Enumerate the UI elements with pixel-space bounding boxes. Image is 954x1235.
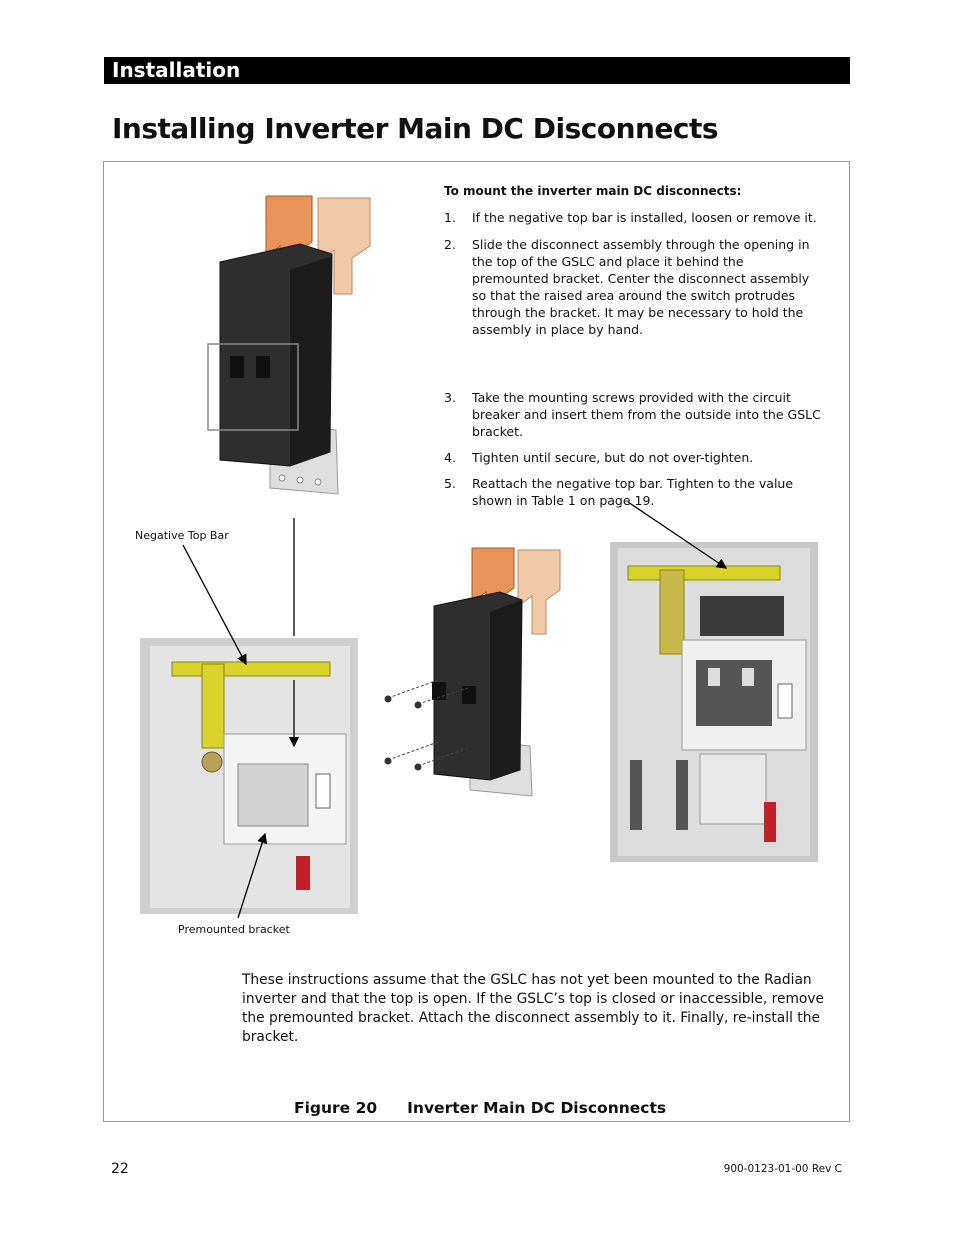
figure-caption: Figure 20 Inverter Main DC Disconnects bbox=[294, 1099, 666, 1117]
section-title: Installation bbox=[112, 58, 241, 82]
step-number: 2. bbox=[444, 237, 456, 252]
section-header-bar: Installation bbox=[104, 57, 850, 84]
exploded-assembly-illustration bbox=[384, 547, 561, 797]
step-text: Tighten until secure, but do not over-ti… bbox=[472, 450, 754, 465]
label-premounted-bracket: Premounted bracket bbox=[178, 923, 290, 936]
instructions-heading: To mount the inverter main DC disconnect… bbox=[444, 184, 742, 198]
figure-title: Inverter Main DC Disconnects bbox=[407, 1099, 667, 1117]
page-number: 22 bbox=[111, 1161, 129, 1177]
page-title: Installing Inverter Main DC Disconnects bbox=[112, 112, 719, 145]
step-number: 5. bbox=[444, 476, 456, 491]
label-negative-top-bar: Negative Top Bar bbox=[135, 529, 229, 542]
callout-negative-top-bar-right bbox=[627, 501, 728, 569]
step-text: If the negative top bar is installed, lo… bbox=[472, 210, 817, 225]
disconnect-assembly-illustration bbox=[207, 195, 371, 495]
step-number: 4. bbox=[444, 450, 456, 465]
callout-negative-top-bar bbox=[182, 544, 247, 666]
figure-number: Figure 20 bbox=[294, 1099, 378, 1117]
step-number: 1. bbox=[444, 210, 456, 225]
installation-note: These instructions assume that the GSLC … bbox=[242, 972, 825, 1045]
gslc-enclosure-photo-left bbox=[140, 638, 358, 914]
step-text: Reattach the negative top bar. Tighten t… bbox=[472, 476, 794, 508]
figure-frame bbox=[103, 161, 850, 1122]
callout-premounted-bracket bbox=[237, 832, 268, 919]
step-text: Slide the disconnect assembly through th… bbox=[472, 237, 810, 337]
step-number: 3. bbox=[444, 390, 456, 405]
gslc-enclosure-photo-right bbox=[610, 542, 818, 862]
document-number: 900-0123-01-00 Rev C bbox=[723, 1163, 842, 1175]
step-text: Take the mounting screws provided with t… bbox=[472, 390, 821, 439]
